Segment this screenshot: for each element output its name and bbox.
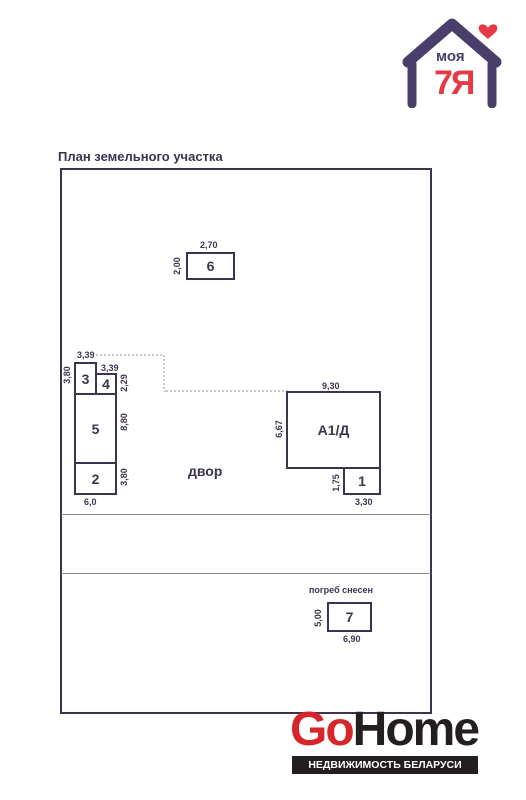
plot-division-line-2 bbox=[61, 573, 431, 574]
plan-title: План земельного участка bbox=[58, 149, 223, 164]
building-5-height: 8,80 bbox=[118, 413, 129, 431]
building-6-width: 2,70 bbox=[200, 240, 218, 250]
building-4-height: 2,29 bbox=[118, 374, 129, 392]
building-2-label: 2 bbox=[91, 470, 100, 487]
building-3-label: 3 bbox=[81, 370, 90, 387]
moya-semya-logo: моя 7Я bbox=[402, 18, 508, 109]
building-7-width: 6,90 bbox=[343, 634, 361, 644]
building-4: 4 bbox=[95, 373, 117, 395]
gohome-wordmark: GoHome bbox=[290, 703, 480, 756]
building-5: 5 bbox=[74, 393, 117, 464]
gohome-logo: GoHome НЕДВИЖИМОСТЬ БЕЛАРУСИ bbox=[290, 706, 482, 776]
gohome-tagline: НЕДВИЖИМОСТЬ БЕЛАРУСИ bbox=[292, 756, 478, 774]
building-1-label: 1 bbox=[358, 473, 366, 489]
building-1-height: 1,75 bbox=[330, 474, 341, 492]
building-4-width: 3,39 bbox=[101, 363, 119, 373]
dotted-outline bbox=[96, 354, 166, 392]
building-7-height: 5,00 bbox=[312, 609, 323, 627]
house-logo-icon bbox=[402, 18, 502, 109]
building-2-width: 6,0 bbox=[84, 497, 97, 507]
building-3-height: 3,80 bbox=[61, 366, 72, 384]
building-7-label: 7 bbox=[345, 609, 354, 625]
building-a1-width: 9,30 bbox=[322, 381, 340, 391]
building-a1-height: 6,67 bbox=[273, 420, 284, 438]
logo-brand-small: моя bbox=[436, 48, 465, 65]
cellar-note: погреб снесен bbox=[309, 585, 373, 595]
building-6: 6 bbox=[186, 252, 235, 280]
plot-division-line-1 bbox=[61, 514, 431, 515]
building-3: 3 bbox=[74, 362, 97, 395]
building-a1-d: А1/Д bbox=[286, 391, 381, 469]
heart-icon bbox=[478, 24, 498, 39]
building-1: 1 bbox=[343, 467, 381, 495]
building-4-label: 4 bbox=[102, 376, 110, 392]
building-2-height: 3,80 bbox=[118, 468, 129, 486]
building-6-height: 2,00 bbox=[171, 257, 182, 275]
building-1-width: 3,30 bbox=[355, 497, 373, 507]
gohome-home: Home bbox=[352, 703, 480, 756]
building-2: 2 bbox=[74, 462, 117, 495]
building-5-label: 5 bbox=[91, 420, 100, 437]
yard-label: двор bbox=[188, 463, 223, 479]
gohome-go: Go bbox=[290, 703, 355, 756]
building-6-label: 6 bbox=[206, 258, 215, 274]
building-a1-label: А1/Д bbox=[317, 422, 350, 438]
building-7-cellar: 7 bbox=[327, 602, 372, 632]
land-plot-boundary bbox=[60, 168, 432, 714]
dotted-outline-2 bbox=[166, 390, 288, 392]
logo-brand-big: 7Я bbox=[434, 64, 475, 102]
building-3-width: 3,39 bbox=[77, 350, 95, 360]
